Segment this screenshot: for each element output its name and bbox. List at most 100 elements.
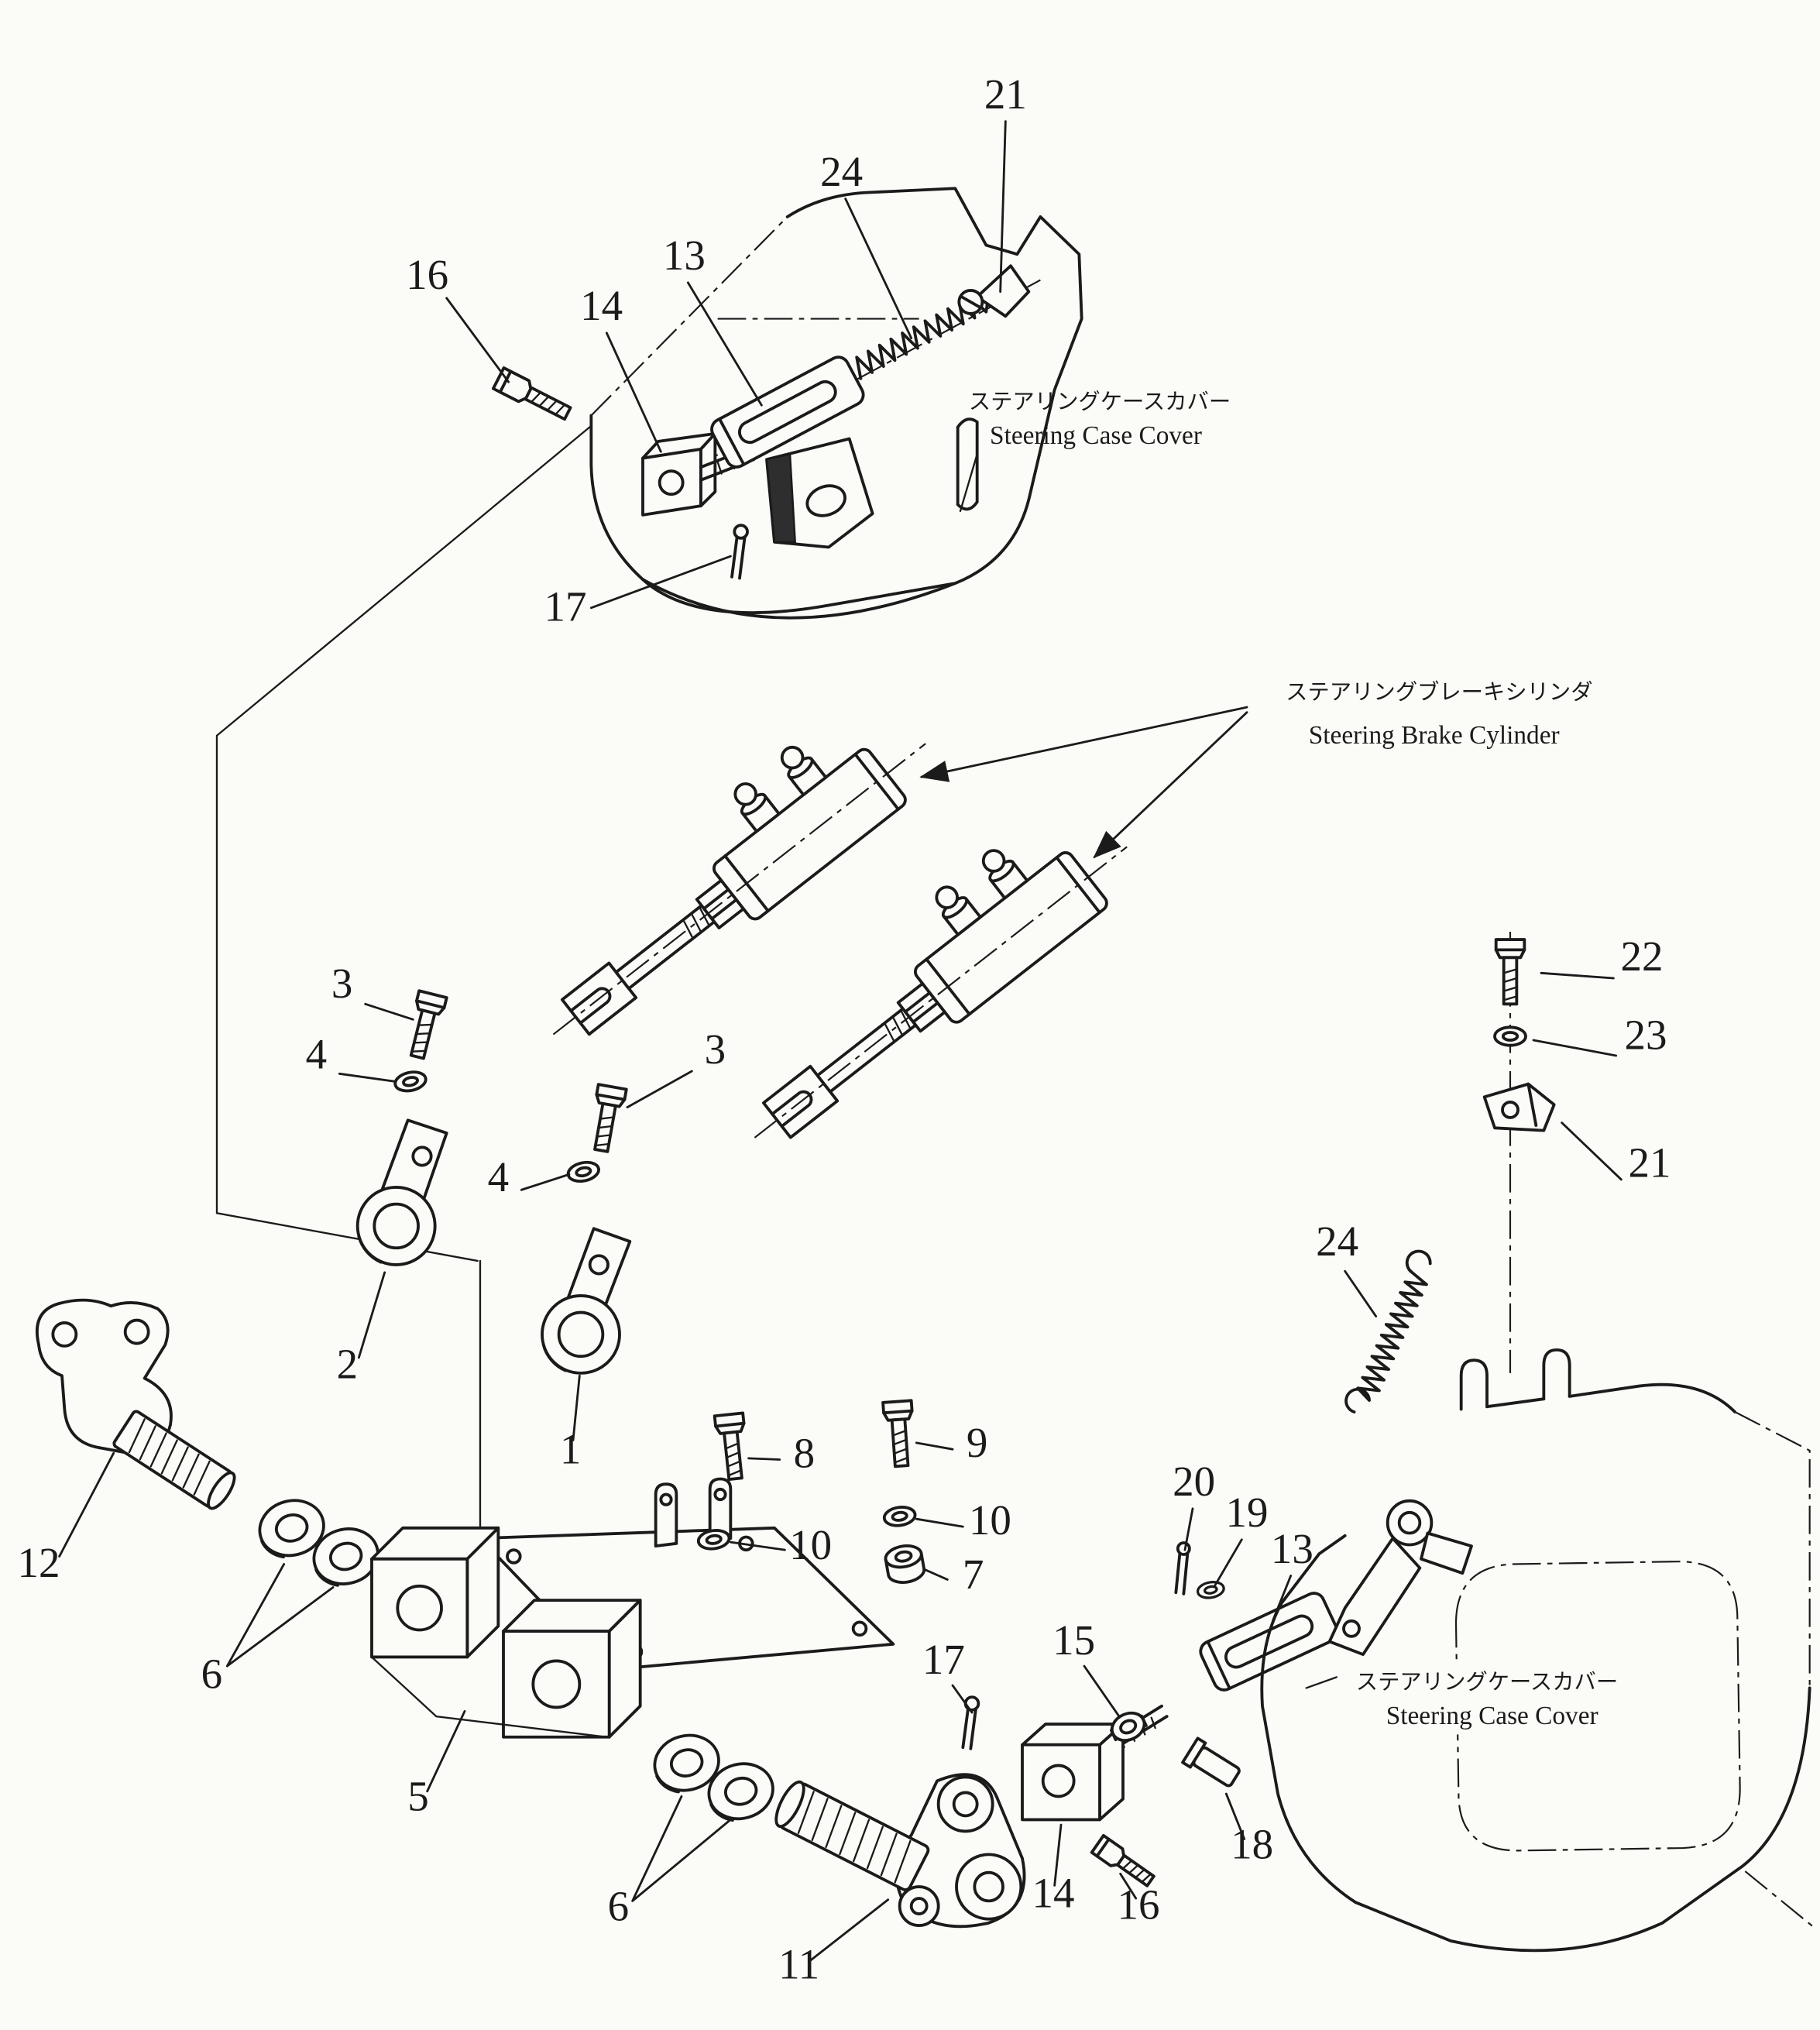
leader-lines [58, 120, 1623, 1962]
part-17-cotter-pin-top [730, 524, 749, 580]
part-9-bolt [881, 1399, 918, 1468]
steering-brake-cylinder-left [501, 678, 949, 1063]
brake-adjuster-assembly-top [491, 264, 1041, 580]
part-16-bolt-top [491, 366, 572, 421]
part-14-joint-block-bottom [1021, 1704, 1169, 1822]
callout-2: 2 [337, 1341, 359, 1388]
part-4-washer-left [392, 1067, 429, 1095]
leader-21-top [999, 120, 1007, 293]
label-case-cover-right-jp: ステアリングケースカバー [1356, 1669, 1618, 1695]
callout-24-top: 24 [820, 148, 863, 195]
leader-21-right [1561, 1121, 1623, 1181]
leader-1 [572, 1374, 581, 1441]
leader-9 [915, 1441, 954, 1451]
arrow-brake-cylinder-left [919, 706, 1248, 782]
callout-12: 12 [18, 1539, 60, 1586]
part-6-bushings-upper [252, 1492, 386, 1592]
leader-23 [1532, 1039, 1618, 1057]
leader-8 [747, 1457, 781, 1461]
callout-3-left: 3 [331, 960, 353, 1007]
leader-19 [1213, 1538, 1243, 1588]
leader-20 [1183, 1507, 1194, 1551]
part-24-spring-right [1344, 1249, 1432, 1413]
callout-14-top: 14 [580, 282, 623, 329]
callout-13-top: 13 [663, 232, 706, 279]
part-2-rod-yoke [355, 1118, 448, 1266]
part-21-spring-bracket-top [957, 264, 1031, 318]
callout-14-bottom: 14 [1032, 1870, 1075, 1917]
label-brake-cylinder-en: Steering Brake Cylinder [1309, 721, 1560, 750]
part-12-brake-lever-shaft [35, 1298, 236, 1510]
leader-13-bottom [1271, 1575, 1293, 1623]
callout-13-bottom: 13 [1271, 1525, 1313, 1572]
leader-18 [1224, 1792, 1246, 1840]
band-brake-lever-top [765, 437, 874, 549]
leader-3-right [626, 1070, 693, 1109]
part-13-adjuster-body-bottom [1199, 1592, 1339, 1692]
callout-numbers: 21 24 13 16 14 17 3 4 2 3 4 1 22 23 21 2… [18, 70, 1671, 1987]
label-case-cover-top-en: Steering Case Cover [990, 421, 1202, 450]
label-brake-cylinder-jp: ステアリングブレーキシリンダ [1286, 679, 1592, 705]
callout-7: 7 [963, 1551, 984, 1598]
leader-11 [809, 1898, 890, 1962]
part-11-lever-shaft [774, 1773, 1026, 1929]
callout-11: 11 [778, 1940, 819, 1987]
callout-5: 5 [407, 1773, 429, 1820]
part-3-bolt-right [585, 1083, 628, 1155]
callout-19: 19 [1226, 1489, 1269, 1536]
part-22-bolt [1494, 938, 1526, 1006]
callout-15: 15 [1053, 1616, 1095, 1664]
label-case-cover-right-en: Steering Case Cover [1386, 1702, 1599, 1730]
part-15-nut [1110, 1711, 1148, 1743]
part-3-bolt-left [402, 989, 448, 1062]
leader-case-cover-right-label [1305, 1674, 1344, 1689]
callout-16-top: 16 [406, 251, 448, 298]
leader-24-right [1344, 1269, 1378, 1317]
leader-3-left [364, 1002, 414, 1021]
leader-22 [1540, 971, 1615, 980]
part-13-adjuster-body-top [710, 356, 865, 469]
callout-10-left: 10 [789, 1521, 832, 1568]
part-23-washer [1493, 1025, 1527, 1047]
leader-12 [58, 1451, 115, 1558]
part-16-bolt-bottom [1090, 1833, 1156, 1887]
label-backing [1337, 1662, 1642, 1735]
callout-16-bottom: 16 [1118, 1881, 1160, 1929]
leader-13-top [686, 281, 763, 407]
arrow-brake-cylinder-right [1093, 711, 1248, 859]
leader-2 [357, 1271, 386, 1359]
view-connection-lines [215, 424, 592, 1540]
part-7-bushing [884, 1544, 926, 1584]
callout-22: 22 [1621, 933, 1664, 980]
text-labels: ステアリングケースカバー Steering Case Cover ステアリングブ… [969, 389, 1642, 1735]
leader-24-top [844, 198, 913, 339]
callout-24-right: 24 [1316, 1218, 1358, 1265]
part-8-bolt [713, 1411, 751, 1482]
part-19-washer [1195, 1578, 1227, 1602]
callout-8: 8 [794, 1430, 816, 1477]
callout-4-left: 4 [306, 1031, 328, 1078]
callout-23: 23 [1625, 1012, 1667, 1059]
right-steering-case-cover [1260, 1348, 1816, 1953]
callout-17-top: 17 [544, 582, 587, 630]
callout-4-right: 4 [488, 1153, 510, 1200]
part-20-cotter-pin [1174, 1541, 1191, 1595]
leader-16-top [445, 297, 510, 383]
leader-6-upper [225, 1563, 335, 1668]
leader-case-cover-top-label [959, 453, 978, 512]
leader-10-left [729, 1541, 786, 1551]
top-steering-case-cover [589, 187, 1083, 620]
callout-6-lower: 6 [608, 1882, 630, 1929]
leader-7 [922, 1568, 949, 1581]
leader-17-top [589, 555, 732, 610]
callout-20: 20 [1173, 1458, 1215, 1505]
callout-17-bottom: 17 [922, 1636, 965, 1683]
part-1-rod-yoke [541, 1227, 632, 1375]
part-5-bearing-blocks [370, 1526, 642, 1739]
leader-17-bottom [951, 1684, 974, 1714]
callout-21-right: 21 [1629, 1139, 1671, 1187]
callout-9: 9 [967, 1419, 988, 1466]
part-10-washer-right [881, 1503, 919, 1530]
